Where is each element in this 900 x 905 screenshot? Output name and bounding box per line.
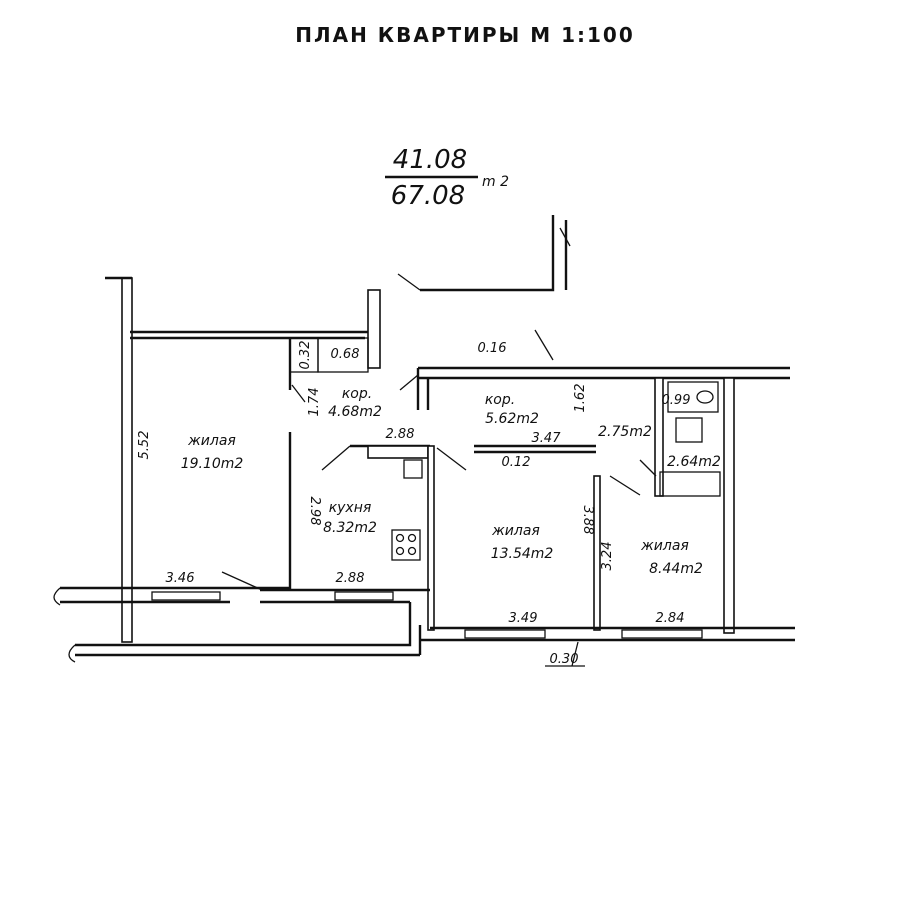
toilet-icon (696, 390, 714, 404)
corridor1-name: кор. (342, 386, 372, 402)
corridor2-area: 5.62m2 (485, 411, 539, 427)
sink-icon (675, 417, 703, 443)
right-outer-wall (723, 377, 735, 634)
dim-324: 3.24 (600, 542, 615, 571)
corridor1-area: 4.68m2 (328, 404, 382, 420)
living3-name: жилая (640, 538, 689, 554)
stove-icon (391, 529, 421, 561)
kitchen-shaft-icon (403, 459, 423, 479)
bath-area: 2.75m2 (598, 424, 652, 440)
dim-552: 5.52 (137, 431, 152, 460)
break-mark-2 (68, 644, 76, 663)
window-living2 (464, 629, 546, 639)
living-area: 41.08 (393, 145, 467, 175)
closet-right (317, 337, 369, 373)
dim-032: 0.32 (298, 341, 313, 370)
lower-balcony (75, 602, 412, 647)
dim-030-leader (571, 641, 579, 667)
window-living3 (621, 629, 703, 639)
kitchen-name: кухня (329, 500, 372, 516)
dim-288-bottom: 2.88 (336, 571, 365, 586)
stove-burner-2 (407, 533, 417, 543)
bath-fixture-area (667, 381, 719, 413)
living2-name: жилая (491, 523, 540, 539)
corridor1-wall-block (367, 289, 381, 369)
dim-016: 0.16 (478, 341, 507, 356)
corridor1-door-swing (291, 384, 306, 403)
corridor2-name: кор. (485, 392, 515, 408)
dim-346: 3.46 (166, 571, 195, 586)
dim-388: 3.88 (580, 506, 595, 535)
dim-099: 0.99 (662, 393, 691, 408)
balcony-door-swing (397, 273, 421, 291)
window-kitchen (334, 591, 394, 601)
dim-347: 3.47 (532, 431, 562, 446)
kitchen-area: 8.32m2 (323, 520, 377, 536)
entry-door-swing (534, 329, 554, 361)
living2-door-swing (436, 447, 467, 471)
living2-right-wall (593, 475, 601, 631)
dim-284: 2.84 (656, 611, 685, 626)
dim-012: 0.12 (502, 455, 531, 470)
stove-burner-3 (395, 546, 405, 556)
stove-burner-1 (395, 533, 405, 543)
living3-area: 8.44m2 (649, 561, 703, 577)
living3-door-swing (609, 475, 641, 496)
kitchen-door-swing (321, 445, 351, 471)
dim-349: 3.49 (509, 611, 538, 626)
dim-068: 0.68 (331, 347, 360, 362)
dim-030: 0.30 (550, 652, 579, 667)
dim-288-top: 2.88 (386, 427, 415, 442)
bath-wall-left (654, 377, 664, 497)
plan-title: ПЛАН КВАРТИРЫ М 1:100 (295, 23, 635, 47)
stove-burner-4 (407, 546, 417, 556)
living2-area: 13.54m2 (491, 546, 554, 562)
total-area: 67.08 (391, 181, 465, 211)
kitchen-vent-block (367, 445, 429, 459)
living1-name: жилая (187, 433, 236, 449)
living1-area: 19.10m2 (181, 456, 244, 472)
window-living1 (151, 591, 221, 601)
dim-298: 2.98 (307, 497, 322, 526)
balcony-door-arc (559, 227, 571, 247)
balcony-wall (420, 215, 555, 292)
corridor-door-swing (399, 374, 419, 391)
area-unit: m 2 (482, 174, 509, 190)
wc-door-swing (639, 459, 657, 477)
wc-area: 2.64m2 (667, 454, 721, 470)
living2-left-wall (427, 445, 435, 631)
dim-174: 1.74 (307, 388, 322, 417)
balcony-door-bottom (221, 571, 263, 591)
break-mark-1 (53, 587, 61, 606)
dim-162: 1.62 (573, 384, 588, 413)
wc-box (659, 471, 721, 497)
